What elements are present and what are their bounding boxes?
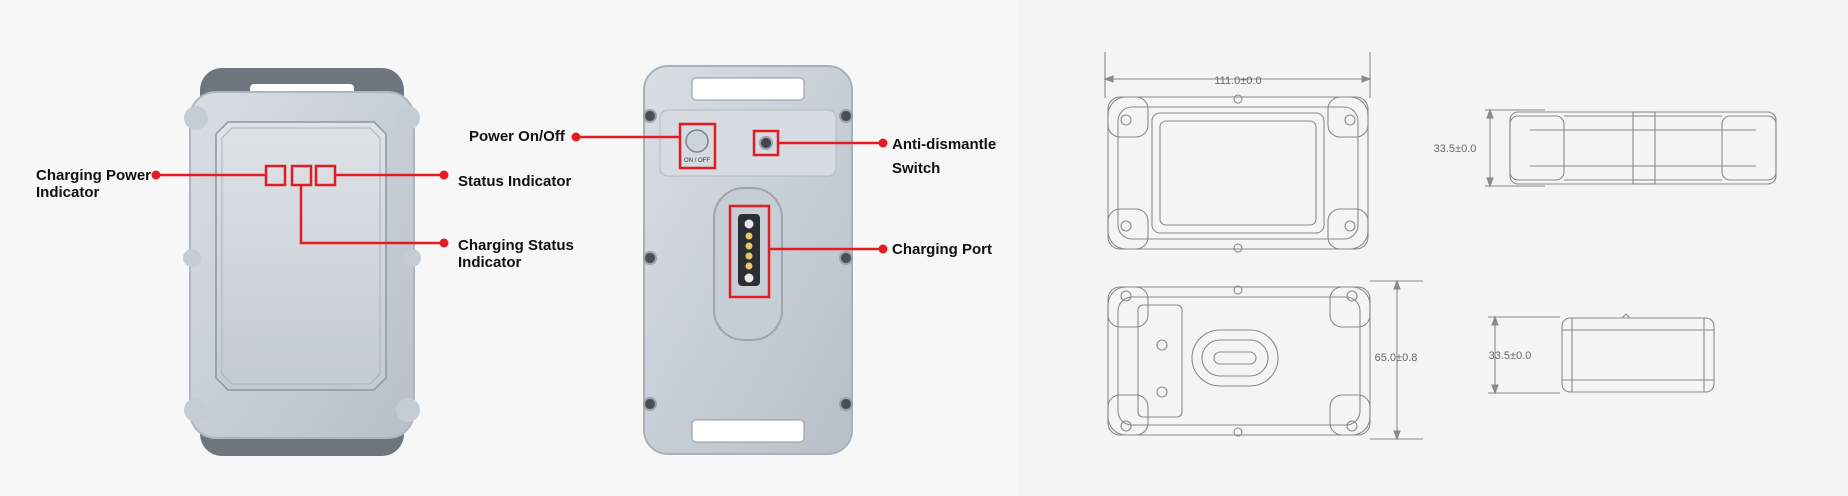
device-front (183, 68, 421, 456)
anti-dismantle-line2: Switch (892, 160, 941, 177)
power-button-text: ON / OFF (684, 158, 710, 164)
charging-power-indicator-label: Charging Power Indicator (36, 167, 151, 201)
front-face-panel (215, 121, 387, 391)
power-button[interactable] (685, 129, 709, 153)
back-callouts (576, 122, 883, 299)
dim-width-label: 111.0±0.0 (1214, 75, 1261, 87)
charging-status-line2: Indicator (458, 254, 522, 271)
charging-port-box (728, 204, 771, 299)
device-back: ON / OFF (643, 65, 853, 455)
power-onoff-label: Power On/Off (469, 128, 565, 145)
drawing-panel-background (1018, 0, 1848, 496)
front-callouts (156, 164, 444, 245)
charging-pins (744, 219, 754, 283)
charging-power-line1: Charging Power (36, 167, 152, 184)
technical-drawings (1103, 52, 1777, 441)
drawing-side-view-top (1485, 108, 1777, 188)
anti-dismantle-switch-label: Anti-dismantle Switch (892, 133, 996, 181)
drawing-side-view-bottom (1488, 313, 1715, 395)
dim-depth-top-label: 33.5±0.0 (1434, 143, 1477, 155)
dim-height-label: 65.0±0.8 (1375, 352, 1418, 364)
charging-status-line1: Charging Status (458, 237, 574, 254)
power-onoff-box (678, 122, 717, 170)
anti-dismantle-line1: Anti-dismantle (892, 136, 997, 153)
charging-power-line2: Indicator (36, 184, 100, 201)
drawing-back-view (1107, 279, 1423, 441)
charging-status-indicator-label: Charging Status Indicator (458, 237, 574, 271)
charging-port (738, 214, 760, 286)
drawing-front-view (1103, 52, 1372, 253)
charging-port-label: Charging Port (892, 241, 992, 258)
status-indicator-label: Status Indicator (458, 173, 572, 190)
dim-depth-bottom-label: 33.5±0.0 (1489, 350, 1532, 362)
anti-dismantle-switch[interactable] (759, 136, 773, 150)
